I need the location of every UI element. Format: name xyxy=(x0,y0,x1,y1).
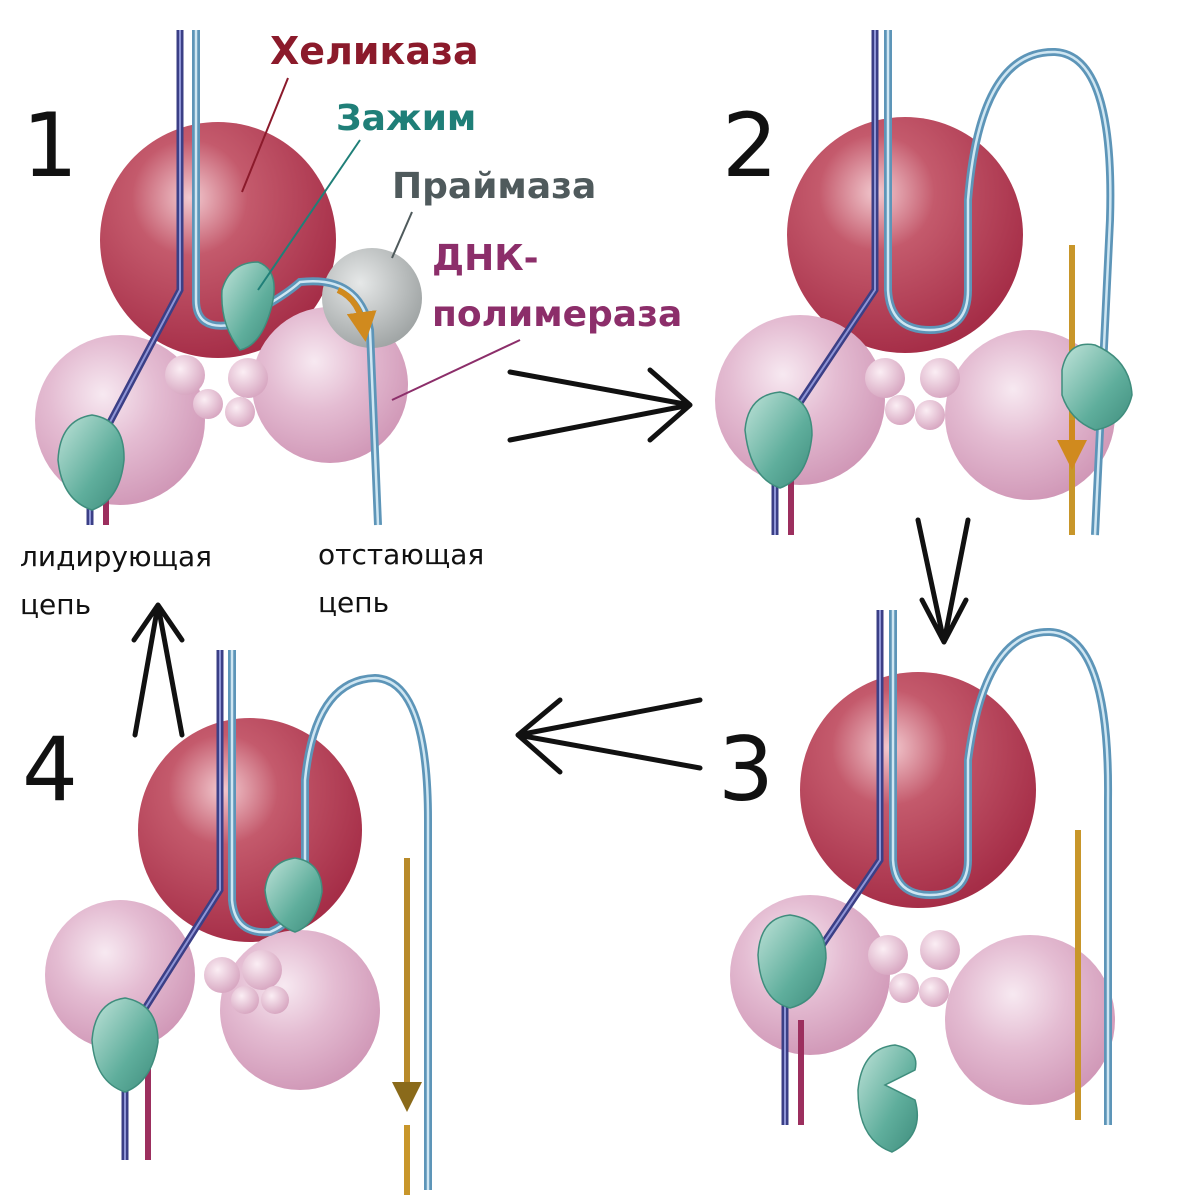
arrow-3-to-4 xyxy=(515,697,703,775)
clamp-label: Зажим xyxy=(336,98,476,139)
clamp-lower xyxy=(57,414,125,511)
step-number-4: 4 xyxy=(22,718,78,821)
clamp-lower xyxy=(91,997,159,1093)
step-2-panel: 2 xyxy=(715,30,1133,536)
polymerase-label-line2: полимераза xyxy=(432,294,682,335)
lagging-strand-label-line2: цепь xyxy=(318,586,389,619)
clamp-upper xyxy=(1061,343,1133,431)
leading-strand-label-line2: цепь xyxy=(20,588,91,621)
step-number-3: 3 xyxy=(718,718,774,821)
step-3-panel: 3 xyxy=(718,610,1115,1153)
arrow-4-to-1 xyxy=(131,602,185,738)
helicase-pointer xyxy=(241,77,289,193)
helicase-sphere xyxy=(800,672,1036,908)
polymerase-sphere-right xyxy=(945,935,1115,1105)
clamp-upper xyxy=(264,857,323,933)
polymerase-label-line1: ДНК- xyxy=(432,238,539,279)
arrow-2-to-3 xyxy=(915,517,971,645)
helicase-sphere xyxy=(138,718,362,942)
polymerase-pointer xyxy=(391,339,521,401)
clamp-lower xyxy=(744,391,813,489)
leading-strand-label-line1: лидирующая xyxy=(20,540,212,573)
arrow-1-to-2 xyxy=(507,367,693,443)
released-clamp xyxy=(857,1044,919,1153)
clamp-pointer xyxy=(257,139,361,291)
helicase-sphere xyxy=(787,117,1023,353)
primer-arrow xyxy=(336,287,377,342)
linker-beads xyxy=(865,358,960,430)
polymerase-sphere-left xyxy=(45,900,195,1050)
linker-beads xyxy=(165,355,268,427)
lagging-strand-label-line1: отстающая xyxy=(318,538,484,571)
linker-beads xyxy=(868,930,960,1007)
primase-pointer xyxy=(391,211,413,259)
step-number-2: 2 xyxy=(722,94,778,197)
step-1-panel: Хеликаза Зажим Праймаза ДНК- полимераза … xyxy=(20,29,682,621)
linker-beads xyxy=(204,950,289,1014)
step-number-1: 1 xyxy=(22,94,78,197)
primase-label: Праймаза xyxy=(392,166,596,207)
step-4-panel: 4 xyxy=(22,650,432,1195)
clamp-upper xyxy=(757,914,827,1009)
helicase-label: Хеликаза xyxy=(270,29,479,73)
